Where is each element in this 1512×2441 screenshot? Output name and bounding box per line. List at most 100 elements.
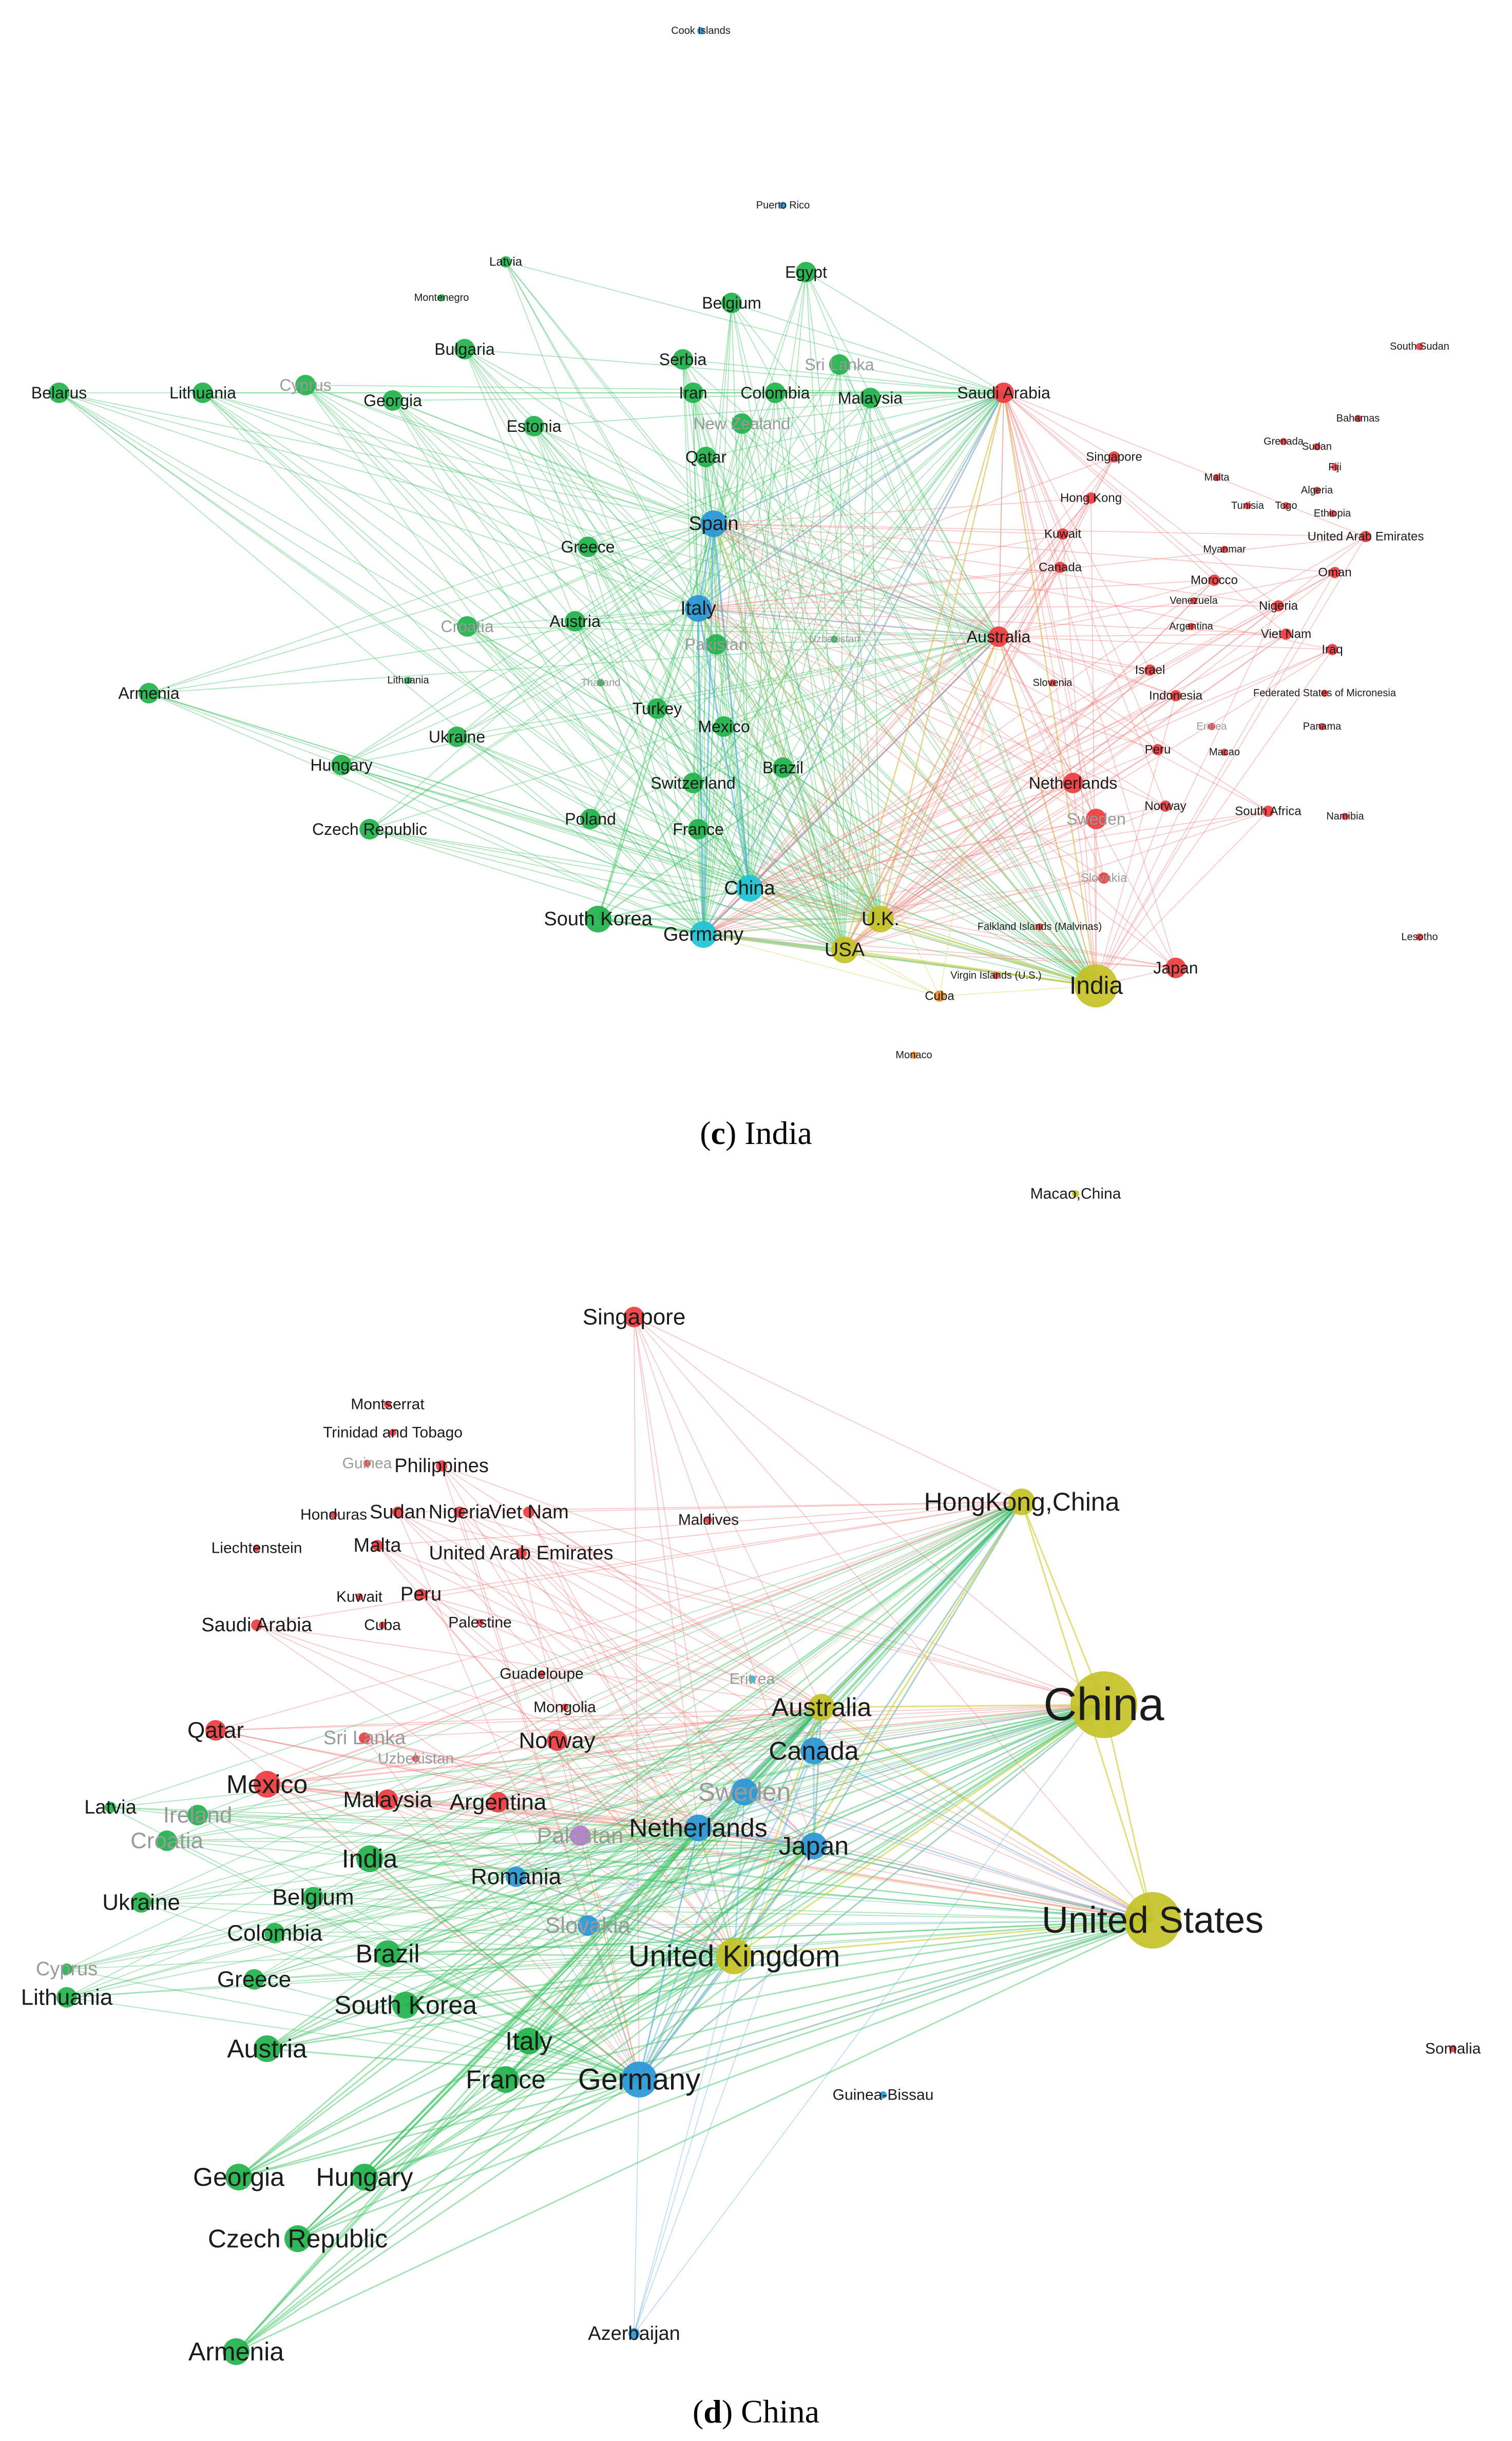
edge-philippines-to-china (441, 1465, 1104, 1705)
edge-canada-to-germany (638, 1750, 815, 2080)
edge-austria-to-u-k- (575, 621, 881, 920)
node-belarus (49, 383, 69, 403)
edge-nigeria-to-united-kingdom (459, 1512, 735, 1957)
edge-lithuania-to-hongkong-china (66, 1501, 1022, 1998)
edge-china-to-netherlands (698, 1704, 1104, 1829)
edge-pakistan-to-usa (716, 644, 845, 950)
edge-japan-to-germany (703, 934, 1176, 968)
edge-cyprus-to-netherlands (66, 1827, 699, 1970)
node-ireland (187, 1805, 208, 1825)
label-montserrat: Montserrat (351, 1396, 425, 1413)
edge-singapore-to-germany (703, 456, 1115, 935)
edge-hungary-to-japan (364, 1845, 814, 2178)
edge-viet-nam-to-usa (844, 634, 1287, 950)
edge-greece-to-united-kingdom (254, 1956, 735, 1980)
edge-colombia-to-japan (274, 1845, 814, 1934)
edge-china-to-united-states (1103, 1704, 1154, 1921)
edge-sri-lanka-to-hongkong-china (364, 1501, 1022, 1739)
node-serbia (673, 349, 693, 370)
label-qatar: Qatar (685, 448, 726, 466)
edge-mexico-to-united-kingdom (266, 1783, 735, 1957)
edge-sri-lanka-to-saudi-arabia (839, 364, 1004, 393)
label-viet-nam: Viet Nam (1261, 627, 1311, 641)
node-venezuela (1190, 597, 1197, 604)
edge-belgium-to-usa (731, 302, 845, 950)
edge-austria-to-india (575, 621, 1097, 986)
india-caption-title: India (744, 1115, 812, 1151)
label-cook-islands: Cook Islands (671, 25, 731, 36)
label-france: France (673, 820, 724, 838)
node-indonesia (1170, 690, 1181, 701)
edge-egypt-to-australia (806, 272, 999, 637)
node-new-zealand (732, 413, 752, 434)
edge-latvia-to-china (505, 261, 750, 889)
edge-hongkong-china-to-australia (820, 1501, 1023, 1708)
edge-pakistan-to-spain (713, 523, 717, 645)
node-panama (1318, 723, 1326, 730)
edge-sudan-to-hongkong-china (397, 1501, 1022, 1513)
edge-belarus-to-usa (59, 392, 845, 950)
edge-brazil-to-spain (713, 523, 783, 768)
label-sweden: Sweden (698, 1778, 791, 1806)
label-south-africa: South Africa (1235, 805, 1302, 818)
edge-united-arab-emirates-to-germany (521, 1553, 640, 2080)
edge-cuba-to-usa (844, 949, 940, 997)
edge-peru-to-saudi-arabia (1003, 392, 1158, 750)
edge-saudi-arabia-to-netherlands (256, 1625, 699, 1828)
edge-nigeria-to-australia (459, 1512, 822, 1708)
edge-sri-lanka-to-united-states (364, 1738, 1153, 1921)
edge-latvia-to-united-states (110, 1807, 1153, 1921)
edge-pakistan-to-germany (580, 1835, 640, 2080)
edge-sri-lanka-to-australia (839, 364, 999, 637)
edge-turkey-to-germany (657, 708, 704, 935)
edge-croatia-to-germany (467, 626, 704, 935)
edge-u-k--to-germany (703, 918, 881, 936)
label-italy: Italy (505, 2027, 552, 2055)
edge-ukraine-to-japan (141, 1845, 814, 1903)
node-australia (988, 626, 1009, 647)
edge-belarus-to-spain (59, 392, 714, 524)
edge-serbia-to-australia (682, 359, 999, 637)
node-lithuania (193, 383, 213, 403)
edge-spain-to-germany (702, 523, 715, 935)
edge-belgium-to-united-kingdom (313, 1897, 735, 1957)
edge-hungary-to-italy (341, 608, 699, 766)
edge-czech-republic-to-u-k- (369, 829, 881, 920)
edge-pakistan-to-germany (703, 644, 717, 935)
edge-china-to-saudi-arabia (749, 392, 1005, 889)
edge-austria-to-united-states (266, 1919, 1153, 2050)
edge-egypt-to-usa (806, 272, 845, 950)
edge-iran-to-india (693, 392, 1097, 986)
edge-turkey-to-india (657, 708, 1097, 986)
node-hungary (351, 2164, 378, 2190)
node-austria (254, 2035, 280, 2062)
edge-spain-to-u-k- (713, 523, 882, 920)
edge-pakistan-to-australia (716, 636, 999, 645)
edge-switzerland-to-u-k- (693, 783, 881, 920)
edge-czech-republic-to-australia (369, 636, 999, 830)
edge-singapore-to-australia (634, 1317, 822, 1708)
edge-croatia-to-u-k- (467, 626, 881, 920)
edge-iraq-to-usa (844, 649, 1333, 950)
node-fiji (1331, 464, 1338, 471)
edge-nigeria-to-china (749, 605, 1279, 889)
edge-slovakia-to-netherlands (587, 1827, 699, 1926)
edge-united-kingdom-to-germany (638, 1956, 735, 2080)
edge-viet-nam-to-united-kingdom (528, 1512, 735, 1957)
edge-china-to-usa (749, 887, 845, 951)
edge-qatar-to-germany (215, 1730, 640, 2080)
edge-australia-to-u-k- (880, 636, 999, 920)
edge-argentina-to-united-kingdom (497, 1802, 735, 1957)
edge-south-korea-to-china (405, 1704, 1104, 2006)
label-canada: Canada (1039, 561, 1082, 575)
edge-peru-to-united-states (420, 1594, 1153, 1921)
edge-norway-to-u-k- (880, 806, 1166, 920)
edge-czech-republic-to-italy (369, 608, 699, 830)
label-guinea-bissau: Guinea-Bissau (833, 2087, 934, 2104)
edge-egypt-to-germany (703, 272, 807, 935)
label-south-korea: South Korea (334, 1991, 477, 2019)
edge-iran-to-usa (693, 392, 845, 950)
edge-argentina-to-hongkong-china (497, 1501, 1022, 1803)
edge-latvia-to-germany (110, 1807, 640, 2080)
edge-greece-to-u-k- (587, 546, 881, 920)
